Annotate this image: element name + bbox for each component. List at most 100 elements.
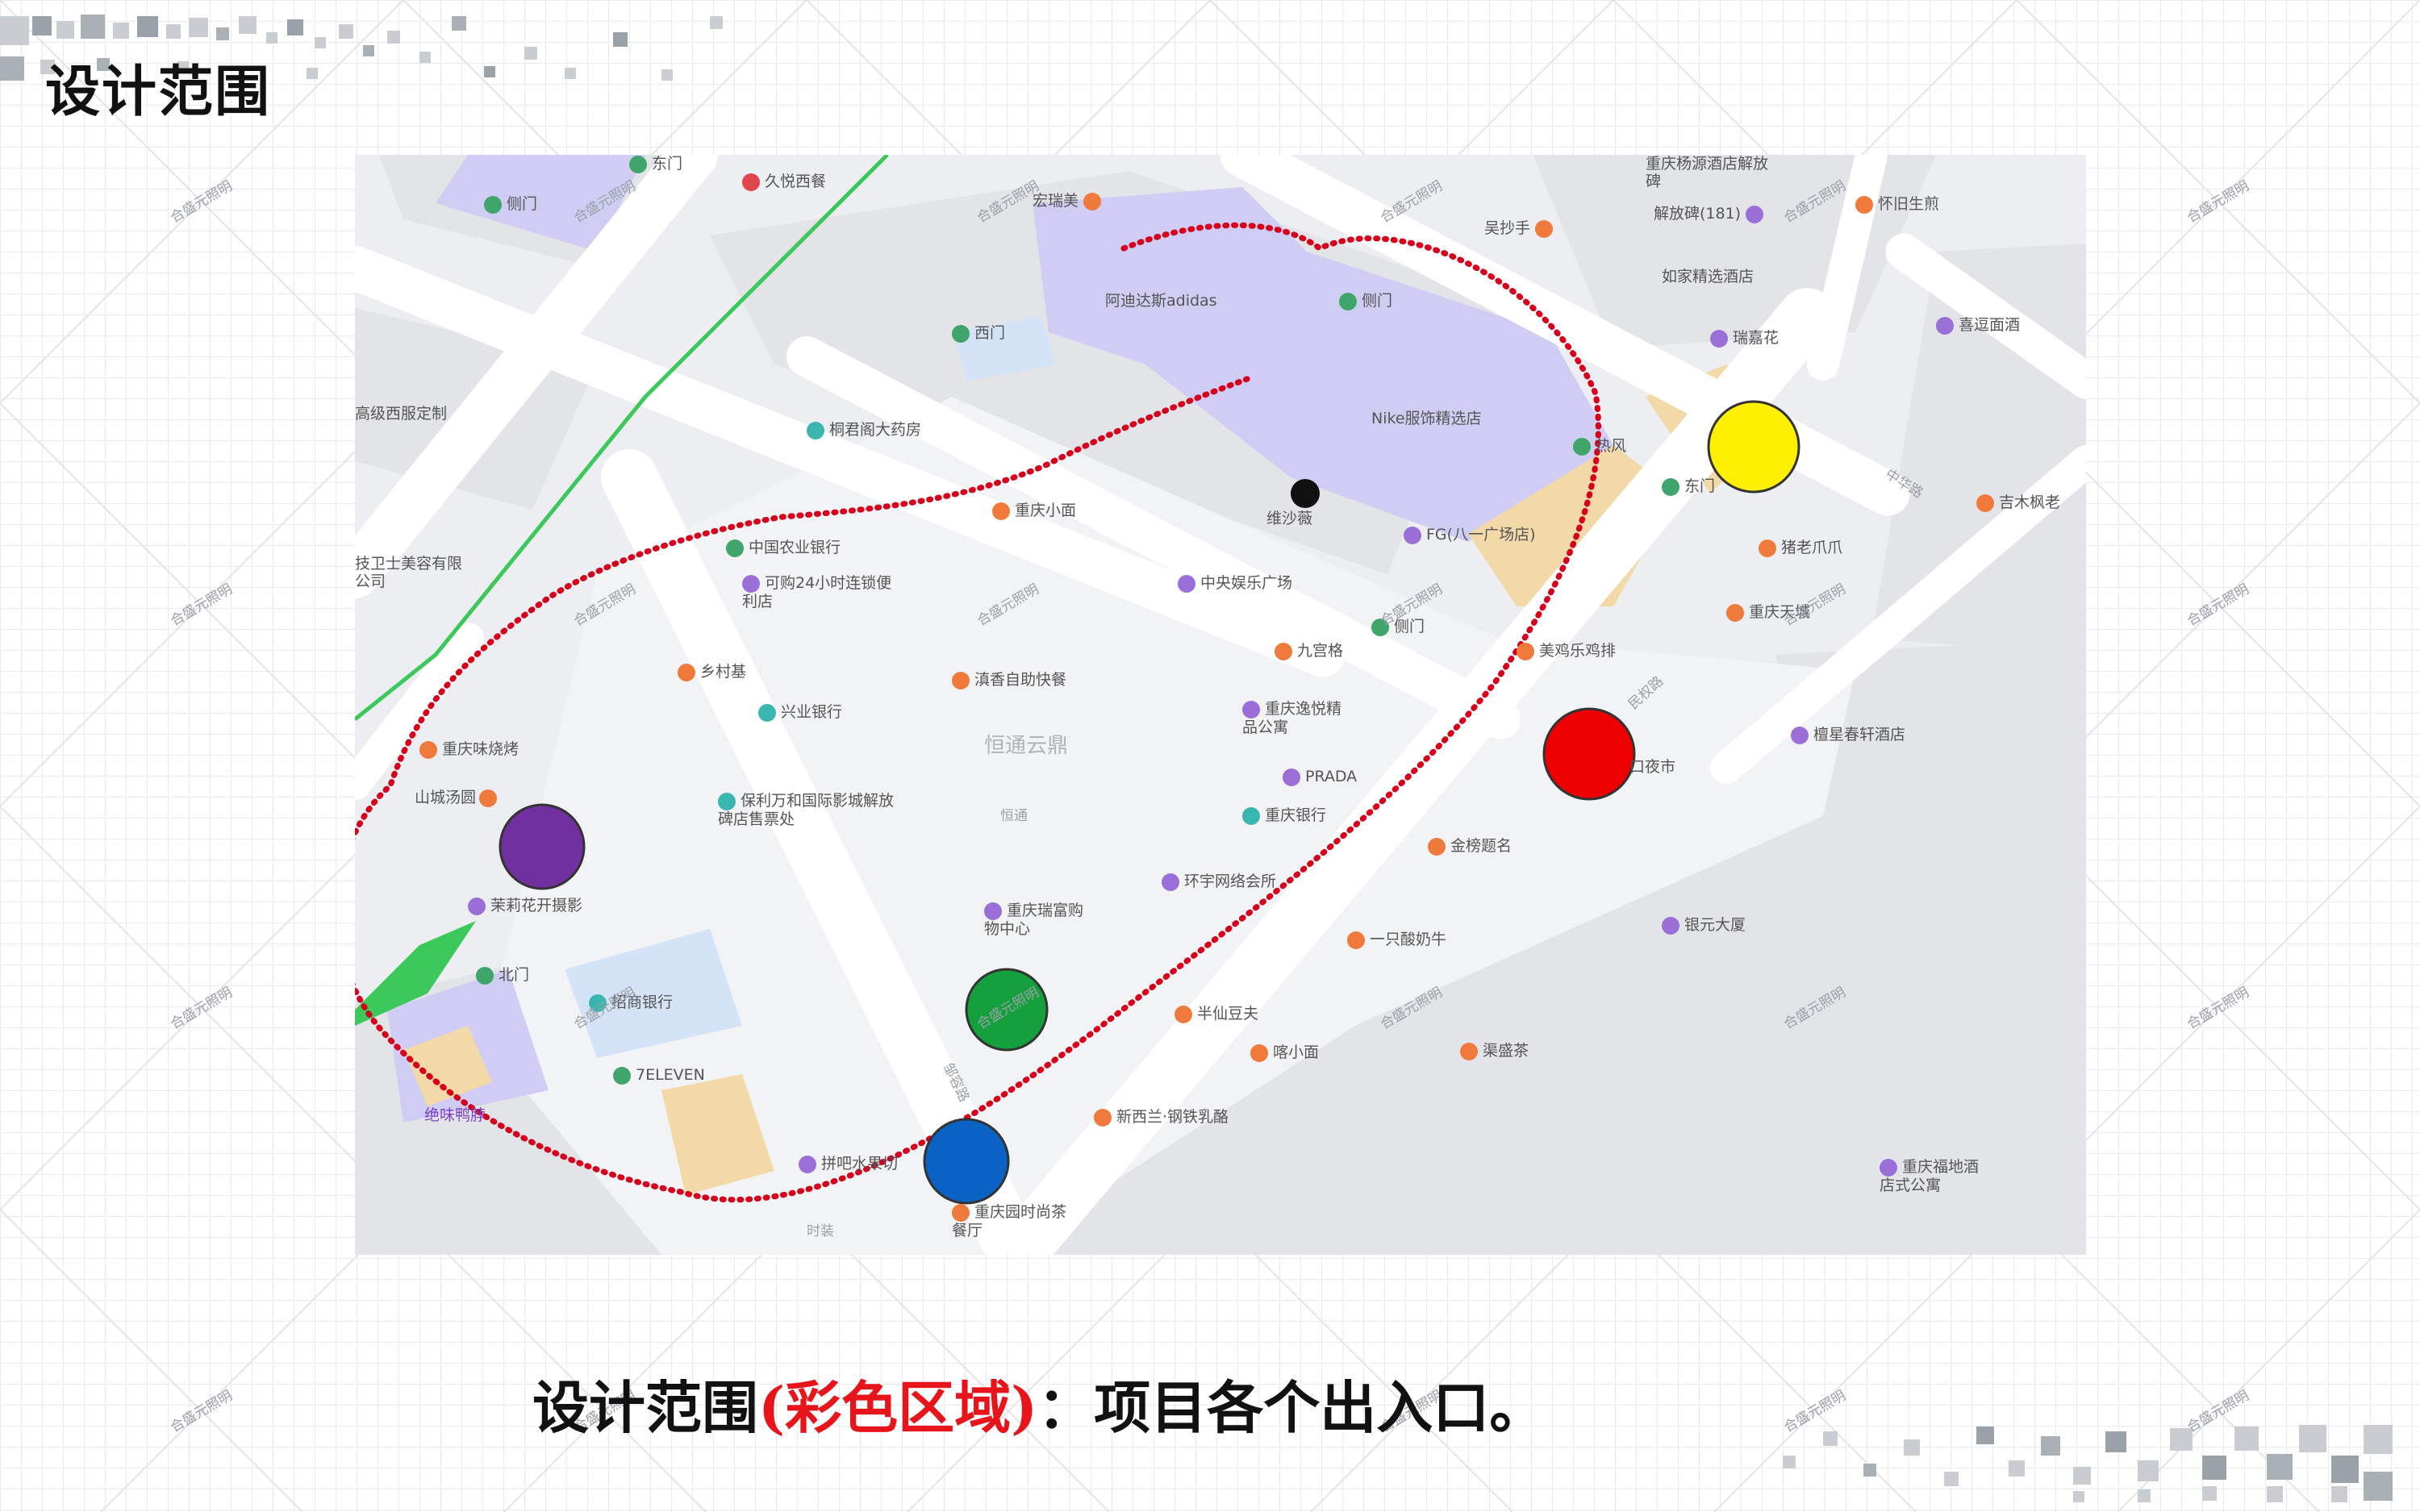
poi-text: 重庆杨源酒店解放碑 bbox=[1646, 155, 1769, 190]
poi-label: 侧门 bbox=[1371, 618, 1425, 636]
poi-pin-icon bbox=[1726, 603, 1744, 622]
poi-pin-icon bbox=[1746, 205, 1764, 223]
poi-pin-icon bbox=[1662, 477, 1679, 496]
poi-label: 檀星春轩酒店 bbox=[1791, 726, 1905, 744]
poi-text: 半仙豆夫 bbox=[1197, 1005, 1259, 1023]
street-label: 恒通 bbox=[1000, 808, 1028, 824]
poi-label: 西门 bbox=[952, 324, 1005, 343]
poi-label: 口夜市 bbox=[1629, 758, 1675, 776]
poi-pin-icon bbox=[799, 1155, 816, 1173]
entrance-marker-blue bbox=[923, 1118, 1010, 1205]
poi-text: 久悦西餐 bbox=[765, 173, 827, 190]
pixel-decoration-bottom bbox=[1783, 1425, 2393, 1502]
poi-pin-icon bbox=[1759, 539, 1776, 557]
poi-text: 侧门 bbox=[1394, 618, 1425, 635]
poi-pin-icon bbox=[1404, 526, 1421, 544]
poi-pin-icon bbox=[1175, 1005, 1192, 1023]
poi-text: 可购24小时连锁便利店 bbox=[742, 574, 892, 610]
map-screenshot: 东门 久悦西餐 侧门 宏瑞美 重庆杨源酒店解放碑 吴抄手 解放碑(181) 怀旧… bbox=[355, 155, 2086, 1255]
poi-text: 维沙薇 bbox=[1266, 510, 1313, 527]
poi-pin-icon bbox=[1976, 494, 1994, 512]
poi-pin-icon bbox=[1573, 437, 1591, 456]
poi-text: 银元大厦 bbox=[1684, 916, 1746, 934]
poi-label: 保利万和国际影城解放碑店售票处 bbox=[718, 792, 903, 828]
poi-pin-icon bbox=[742, 173, 760, 191]
poi-text: 宏瑞美 bbox=[1033, 192, 1079, 210]
poi-text: 侧门 bbox=[1362, 292, 1393, 310]
poi-text: 西门 bbox=[974, 324, 1006, 342]
poi-text: 环宇网络会所 bbox=[1184, 873, 1277, 890]
poi-text: 拼吧水果切 bbox=[821, 1155, 899, 1173]
poi-text: 渠盛茶 bbox=[1483, 1042, 1529, 1060]
poi-label: 解放碑(181) bbox=[1654, 205, 1768, 223]
slide-caption: 设计范围(彩色区域)：项目各个出入口。 bbox=[532, 1363, 1546, 1444]
poi-text: FG(八一广场店) bbox=[1426, 526, 1536, 544]
poi-label: 怀旧生煎 bbox=[1855, 195, 1939, 214]
poi-label: 重庆福地酒店式公寓 bbox=[1880, 1158, 1984, 1194]
poi-text: 保利万和国际影城解放碑店售票处 bbox=[718, 792, 895, 828]
poi-pin-icon bbox=[479, 789, 498, 807]
poi-label: 可购24小时连锁便利店 bbox=[742, 574, 903, 610]
poi-pin-icon bbox=[718, 792, 736, 810]
poi-pin-icon bbox=[1242, 700, 1260, 719]
poi-label: 山城汤圆 bbox=[415, 789, 502, 807]
poi-text: 檀星春轩酒店 bbox=[1813, 726, 1906, 744]
poi-text: 东门 bbox=[652, 155, 683, 173]
poi-text: 美鸡乐鸡排 bbox=[1539, 642, 1617, 660]
poi-pin-icon bbox=[1662, 916, 1679, 935]
poi-label: 阿迪达斯adidas bbox=[1105, 292, 1217, 310]
poi-label: 银元大厦 bbox=[1662, 916, 1746, 935]
poi-pin-icon bbox=[1880, 1158, 1897, 1177]
poi-label: 喀小面 bbox=[1250, 1043, 1319, 1062]
map-base bbox=[355, 155, 2086, 1255]
poi-label: 北门 bbox=[476, 966, 529, 985]
poi-text: 重庆瑞富购物中心 bbox=[984, 902, 1084, 938]
poi-text: 乡村基 bbox=[700, 663, 747, 681]
block-label: 恒通云鼎 bbox=[984, 734, 1069, 758]
entrance-marker-green bbox=[965, 968, 1049, 1052]
poi-text: Nike服饰精选店 bbox=[1371, 410, 1482, 427]
poi-label: 绝味鸭脖 bbox=[424, 1106, 486, 1124]
poi-text: 如家精选酒店 bbox=[1662, 268, 1754, 285]
poi-text: 吴抄手 bbox=[1484, 219, 1531, 237]
entrance-marker-yellow bbox=[1707, 400, 1800, 494]
poi-label: 热风 bbox=[1573, 437, 1626, 456]
poi-label: 重庆杨源酒店解放碑 bbox=[1646, 155, 1775, 190]
poi-label: 重庆小面 bbox=[992, 502, 1076, 520]
poi-text: 喀小面 bbox=[1273, 1043, 1320, 1061]
poi-pin-icon bbox=[678, 663, 695, 681]
poi-label: 久悦西餐 bbox=[742, 173, 826, 191]
poi-text: 桐君阁大药房 bbox=[829, 421, 922, 439]
poi-pin-icon bbox=[984, 902, 1002, 920]
poi-pin-icon bbox=[1710, 329, 1728, 348]
poi-label: 新西兰·钢铁乳酪 bbox=[1094, 1108, 1229, 1127]
poi-label: 7ELEVEN bbox=[613, 1066, 718, 1085]
poi-text: 九宫格 bbox=[1297, 642, 1344, 660]
caption-suffix: ：项目各个出入口。 bbox=[1037, 1374, 1546, 1441]
poi-text: 绝味鸭脖 bbox=[424, 1106, 486, 1124]
poi-text: 喜逗面酒 bbox=[1959, 316, 2021, 334]
poi-pin-icon bbox=[742, 574, 760, 593]
small-black-marker bbox=[1291, 479, 1320, 508]
poi-pin-icon bbox=[476, 966, 494, 985]
poi-label: FG(八一广场店) bbox=[1404, 526, 1535, 544]
poi-label: 高级西服定制 bbox=[355, 405, 447, 423]
slide-title: 设计范围 bbox=[45, 60, 272, 124]
poi-pin-icon bbox=[1094, 1108, 1112, 1127]
entrance-marker-purple bbox=[499, 803, 586, 890]
poi-pin-icon bbox=[952, 1203, 970, 1222]
poi-label: 渠盛茶 bbox=[1460, 1042, 1541, 1060]
poi-label: 吴抄手 bbox=[1484, 219, 1558, 238]
poi-pin-icon bbox=[1517, 642, 1534, 660]
poi-text: 茉莉花开摄影 bbox=[490, 897, 583, 914]
poi-pin-icon bbox=[1347, 931, 1365, 949]
poi-pin-icon bbox=[1178, 574, 1195, 593]
poi-pin-icon bbox=[726, 539, 744, 557]
poi-text: 中国农业银行 bbox=[749, 539, 841, 556]
poi-text: 重庆银行 bbox=[1265, 806, 1327, 824]
poi-pin-icon bbox=[1242, 806, 1260, 825]
poi-text: 重庆福地酒店式公寓 bbox=[1880, 1158, 1980, 1194]
poi-label: 兴业银行 bbox=[758, 703, 842, 722]
poi-label: 东门 bbox=[1662, 477, 1715, 496]
project-boundary bbox=[355, 222, 1602, 1203]
